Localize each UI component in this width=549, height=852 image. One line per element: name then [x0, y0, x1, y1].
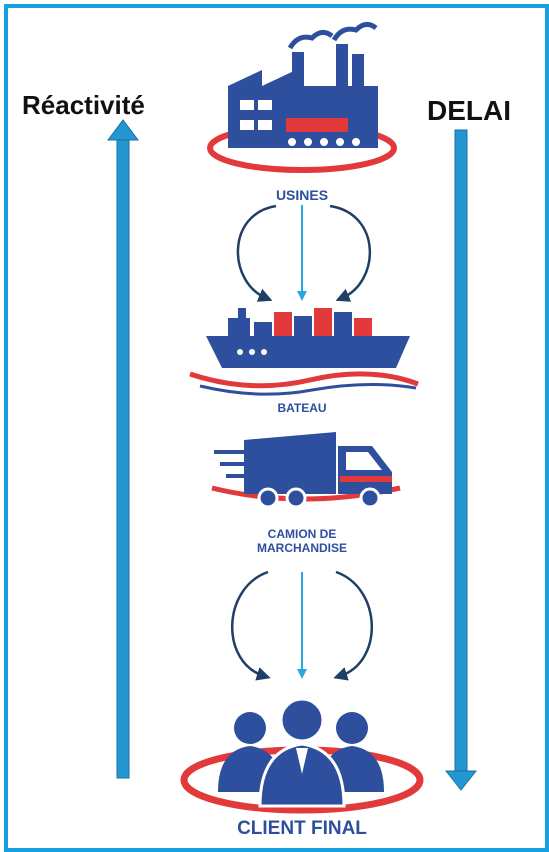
- diagram-frame: [4, 4, 549, 852]
- truck-label-line2: MARCHANDISE: [257, 540, 347, 555]
- truck-icon: [211, 432, 401, 509]
- flow-arrows-truck-to-client: [231, 570, 373, 681]
- client-group-icon: [180, 697, 424, 814]
- delay-label: DELAI: [427, 95, 511, 126]
- reactivity-label: Réactivité: [22, 90, 145, 120]
- reactivity-arrow: [107, 119, 139, 779]
- truck-label-line1: CAMION DE: [267, 527, 337, 541]
- client-label: CLIENT FINAL: [237, 818, 367, 839]
- ship-label: BATEAU: [277, 401, 327, 415]
- flow-arrows-factory-to-ship: [236, 204, 372, 302]
- delay-arrow: [444, 129, 478, 791]
- factory-icon: [207, 22, 397, 173]
- truck-label: CAMION DE MARCHANDISE: [212, 527, 392, 556]
- factory-label: USINES: [275, 187, 329, 203]
- cargo-ship-icon: [189, 308, 419, 396]
